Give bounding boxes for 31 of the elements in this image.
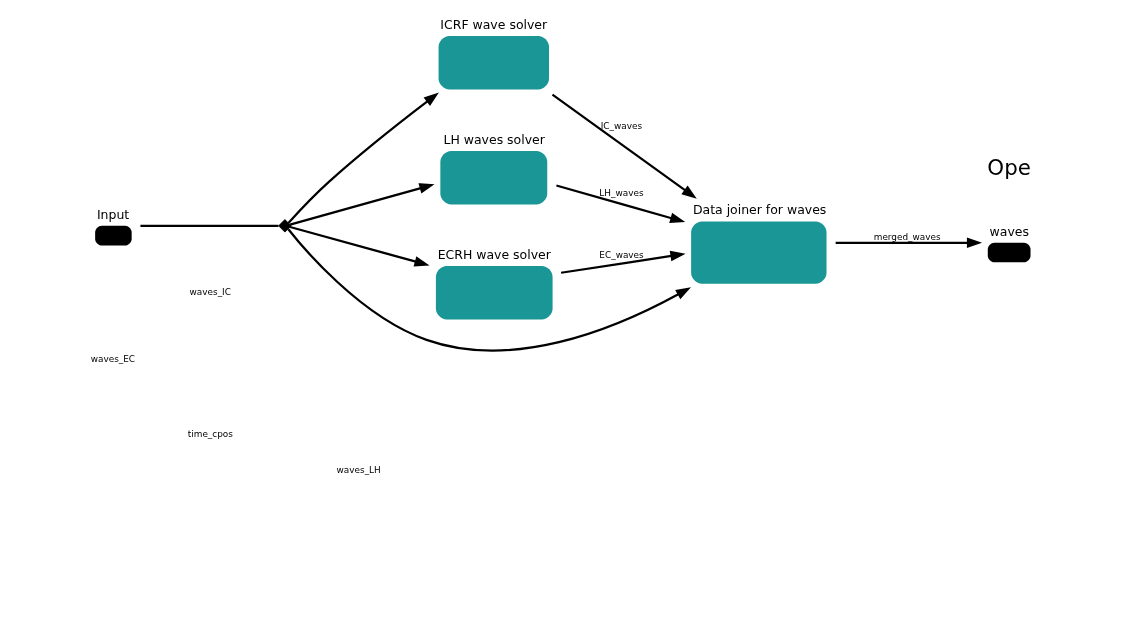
- node-box: [987, 242, 1031, 263]
- node-box: [94, 225, 132, 246]
- arrow: [289, 225, 430, 267]
- node-box: [439, 151, 547, 205]
- node-box: [438, 36, 549, 90]
- arrow: [551, 93, 697, 199]
- arrow: [555, 184, 685, 224]
- connector: [139, 224, 278, 227]
- node-label: LH waves solver: [442, 132, 545, 148]
- edge-label: IC_waves: [600, 120, 642, 131]
- label: waves_IC: [189, 286, 231, 297]
- label: Ope: [986, 155, 1031, 181]
- edge-label: LH_waves: [598, 188, 644, 199]
- node-label: ICRF wave solver: [439, 17, 547, 33]
- arrow: [835, 237, 982, 249]
- node-box: [435, 265, 553, 320]
- node-label: waves: [989, 223, 1029, 239]
- arrow: [560, 250, 686, 274]
- label: time_cpos: [187, 429, 233, 440]
- node-diamond: [277, 219, 292, 233]
- label: waves_LH: [336, 465, 381, 476]
- node-label: ECRH wave solver: [437, 246, 551, 262]
- node-label: Data joiner for waves: [692, 202, 826, 218]
- arrow: [287, 92, 439, 224]
- label: waves_EC: [90, 353, 135, 364]
- node-box: [690, 221, 827, 284]
- node-label: Input: [96, 206, 129, 222]
- arrow: [287, 228, 691, 352]
- edge-label: EC_waves: [598, 249, 644, 260]
- arrow: [289, 183, 435, 226]
- edge-label: merged_waves: [873, 232, 941, 243]
